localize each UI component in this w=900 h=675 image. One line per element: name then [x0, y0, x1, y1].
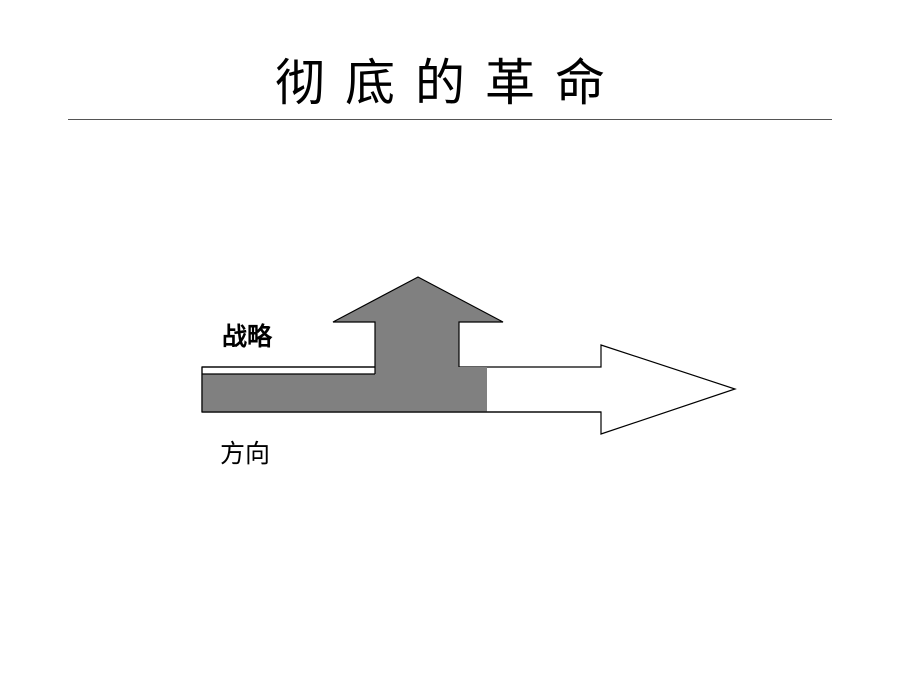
- strategy-label: 战略: [222, 322, 273, 351]
- slide-title: 彻底的革命: [275, 54, 625, 112]
- title-divider: [68, 119, 832, 120]
- direction-label: 方向: [220, 439, 271, 468]
- strategy-arrow: [333, 277, 503, 412]
- strategy-arrow-outline: [332, 276, 504, 374]
